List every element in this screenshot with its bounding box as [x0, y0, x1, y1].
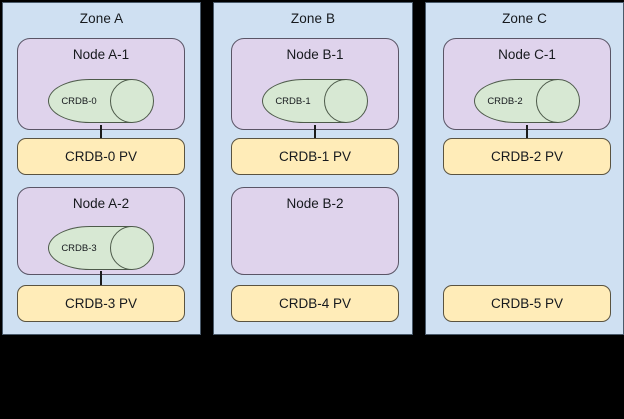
zone-panel-a: Zone A Node A-1 CRDB-0 CRDB-0 PV Node A-… [2, 2, 201, 335]
node-box-c-1[interactable]: Node C-1 CRDB-2 [443, 38, 611, 130]
crdb-pod-cylinder-a-1[interactable]: CRDB-0 [48, 79, 154, 123]
zone-title-a: Zone A [79, 11, 124, 26]
zone-title-c: Zone C [502, 11, 547, 26]
cylinder-cap [110, 226, 154, 270]
crdb-pod-label-c-1: CRDB-2 [487, 95, 523, 107]
connector-c-1 [526, 125, 528, 139]
node-title-b-1: Node B-1 [286, 47, 344, 62]
node-box-b-2[interactable]: Node B-2 [231, 187, 399, 275]
node-title-b-2: Node B-2 [286, 196, 344, 211]
crdb-pod-cylinder-b-1[interactable]: CRDB-1 [262, 79, 368, 123]
crdb-pod-cylinder-c-1[interactable]: CRDB-2 [474, 79, 580, 123]
node-box-b-1[interactable]: Node B-1 CRDB-1 [231, 38, 399, 130]
cylinder-cap [536, 79, 580, 123]
zone-panel-b: Zone B Node B-1 CRDB-1 CRDB-1 PV Node B-… [213, 2, 413, 335]
node-title-a-2: Node A-2 [72, 196, 130, 211]
cylinder-cap [110, 79, 154, 123]
crdb-pod-label-b-1: CRDB-1 [275, 95, 311, 107]
crdb-pod-cylinder-a-2[interactable]: CRDB-3 [48, 226, 154, 270]
node-title-c-1: Node C-1 [498, 47, 556, 62]
node-title-a-1: Node A-1 [72, 47, 130, 62]
pv-box-crdb-0[interactable]: CRDB-0 PV [17, 138, 185, 175]
crdb-pod-label-a-1: CRDB-0 [61, 95, 97, 107]
connector-b-1 [314, 125, 316, 139]
node-box-a-2[interactable]: Node A-2 CRDB-3 [17, 187, 185, 275]
zone-title-b: Zone B [290, 11, 336, 26]
pv-box-crdb-5[interactable]: CRDB-5 PV [443, 285, 611, 322]
zone-panel-c: Zone C Node C-1 CRDB-2 CRDB-2 PV CRDB-5 … [425, 2, 624, 335]
cylinder-cap [324, 79, 368, 123]
pv-box-crdb-1[interactable]: CRDB-1 PV [231, 138, 399, 175]
connector-a-1 [100, 125, 102, 139]
pv-box-crdb-3[interactable]: CRDB-3 PV [17, 285, 185, 322]
connector-a-2 [100, 271, 102, 285]
pv-box-crdb-2[interactable]: CRDB-2 PV [443, 138, 611, 175]
pv-box-crdb-4[interactable]: CRDB-4 PV [231, 285, 399, 322]
node-box-a-1[interactable]: Node A-1 CRDB-0 [17, 38, 185, 130]
crdb-pod-label-a-2: CRDB-3 [61, 242, 97, 254]
